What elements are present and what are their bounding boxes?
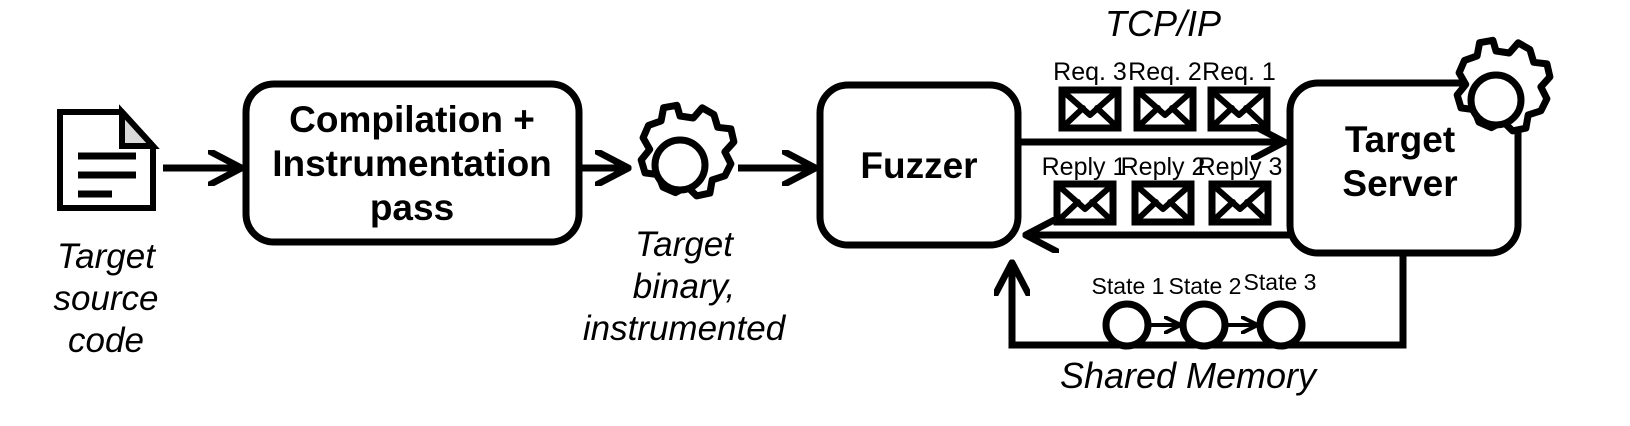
compilation-box-line2: Instrumentation: [272, 143, 552, 184]
fuzzer-box[interactable]: [816, 81, 1022, 249]
reply-label-0: Reply 1: [1042, 153, 1127, 181]
request-label-1: Req. 2: [1128, 58, 1202, 86]
state-circle-icon: [1102, 300, 1152, 350]
fuzzer-box-label: Fuzzer: [860, 145, 977, 186]
reply-label-2: Reply 3: [1198, 153, 1283, 181]
envelope-icon: [1053, 180, 1117, 226]
binary-caption-line1: Target: [635, 225, 734, 264]
envelope-icon: [1207, 86, 1271, 132]
protocol-label: TCP/IP: [1105, 3, 1221, 44]
binary-caption-line3: instrumented: [583, 309, 787, 348]
state-label-2: State 3: [1244, 269, 1317, 295]
gear-icon: [637, 101, 738, 200]
target-server-line2: Server: [1342, 163, 1457, 204]
source-doc-caption-line2: source: [53, 279, 158, 318]
envelope-icon: [1058, 86, 1122, 132]
compilation-instrumentation-box[interactable]: [242, 80, 583, 246]
gear-icon: [1453, 36, 1554, 135]
compilation-box-line1: Compilation +: [289, 99, 535, 140]
reply-label-1: Reply 2: [1121, 153, 1206, 181]
document-icon: [57, 104, 160, 211]
request-label-0: Req. 3: [1053, 58, 1127, 86]
target-server-line1: Target: [1345, 119, 1455, 160]
envelope-icon: [1133, 86, 1197, 132]
state-circle-icon: [1179, 300, 1229, 350]
request-label-2: Req. 1: [1202, 58, 1276, 86]
shared-memory-label: Shared Memory: [1060, 355, 1318, 396]
state-label-0: State 1: [1092, 273, 1165, 299]
state-label-1: State 2: [1169, 273, 1242, 299]
state-circle-icon: [1256, 300, 1306, 350]
binary-caption-line2: binary,: [633, 267, 735, 306]
source-doc-caption-line3: code: [68, 321, 144, 360]
source-doc-caption-line1: Target: [57, 237, 156, 276]
envelope-icon: [1131, 180, 1195, 226]
envelope-icon: [1208, 180, 1272, 226]
compilation-box-line3: pass: [370, 187, 454, 228]
